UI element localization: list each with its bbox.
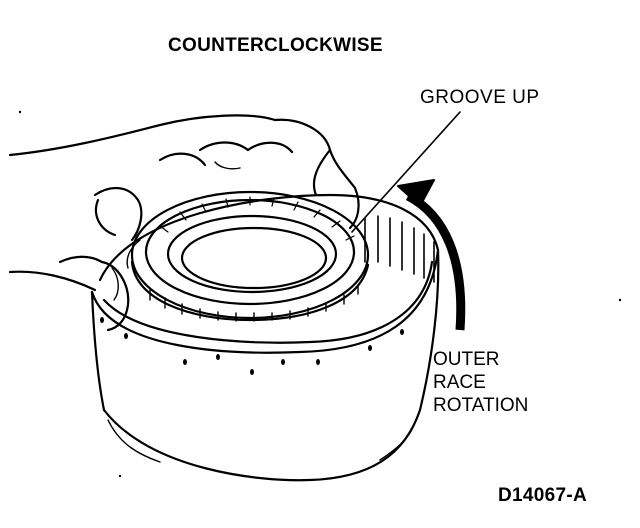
hand — [10, 115, 359, 330]
callout-line-2: RACE — [433, 372, 486, 393]
callout-line-1: OUTER — [433, 349, 500, 370]
curved-arrow-icon — [397, 179, 461, 330]
figure-code: D14067-A — [498, 485, 588, 506]
outer-race-drum — [92, 195, 438, 480]
figure-title: COUNTERCLOCKWISE — [168, 35, 383, 56]
callout-line-3: ROTATION — [433, 395, 529, 416]
sprag-ring — [132, 192, 368, 321]
outer-race-rotation-callout: OUTER RACE ROTATION — [433, 348, 583, 417]
groove-leader-line — [352, 112, 460, 232]
groove-up-callout: GROOVE UP — [420, 87, 540, 108]
